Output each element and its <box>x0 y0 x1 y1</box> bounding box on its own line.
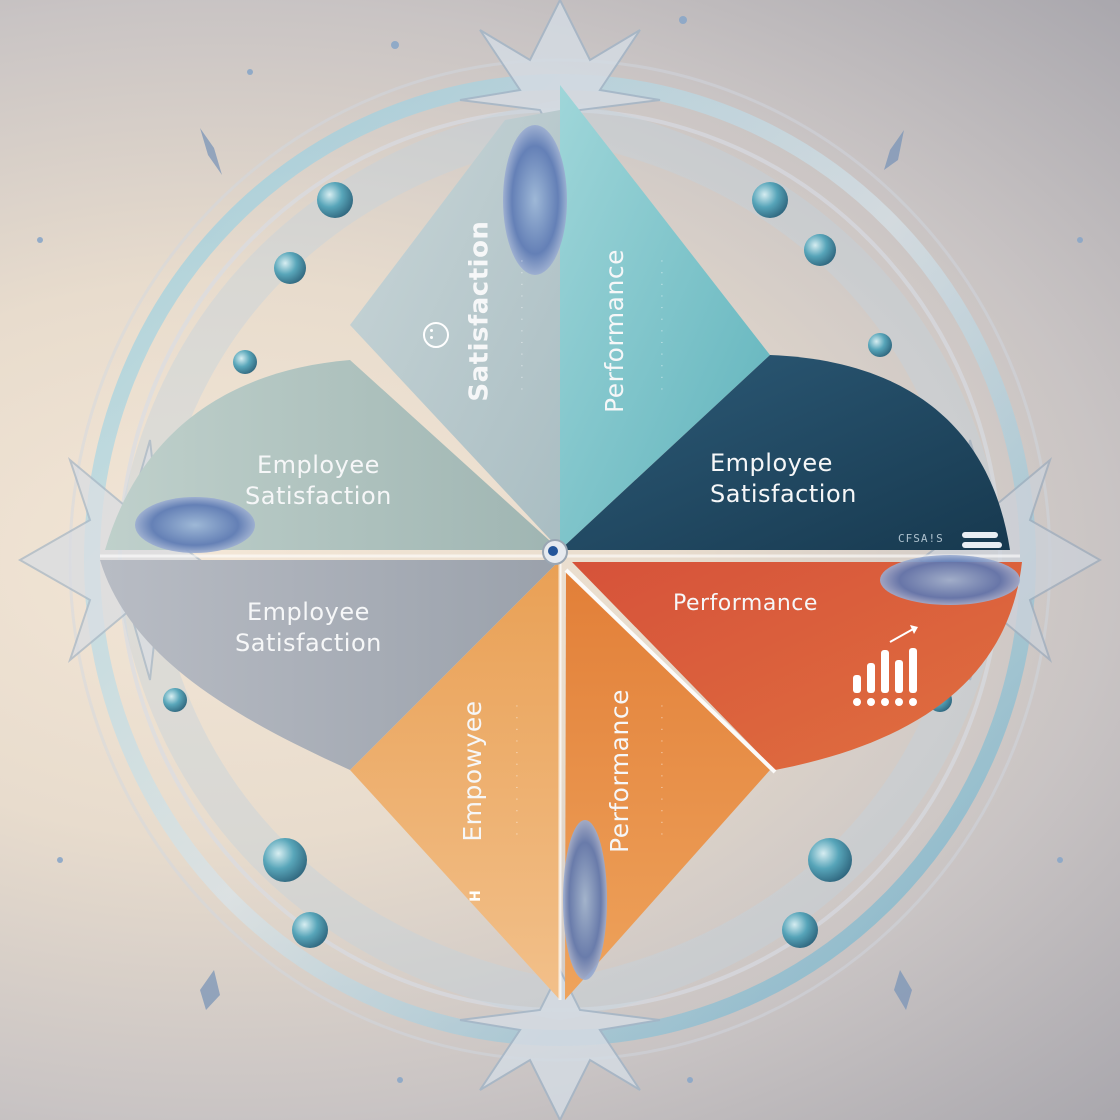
bar-chart-growth-icon <box>850 620 920 710</box>
tab-bars-icon <box>962 532 1002 548</box>
segment-label-left-upper: Employee Satisfaction <box>245 450 392 511</box>
segment-label-bottom-left: Empowyee <box>458 700 487 842</box>
segment-label-top-left: Satisfaction <box>464 220 495 402</box>
segment-top-right <box>560 85 770 550</box>
segment-sublabel-bottom-left: · · · · · · · · · · · · <box>512 702 522 837</box>
segment-badge-right-upper: CFSA!S <box>898 532 944 545</box>
segment-bottom-left <box>350 560 560 1000</box>
wheel-segments <box>100 85 1022 1000</box>
segment-label-line2: Satisfaction <box>245 481 392 510</box>
smiley-icon <box>423 322 449 348</box>
segment-label-line2: Satisfaction <box>235 628 382 657</box>
segment-sublabel-top-right: · · · · · · · · · · · · <box>657 257 667 392</box>
segment-right-lower <box>572 562 1022 770</box>
segment-label-line1: Employee <box>710 449 833 477</box>
segment-label-right-upper: Employee Satisfaction <box>710 448 857 509</box>
segment-sublabel-top-left: · · · · · · · · · · · · <box>517 257 527 392</box>
small-glyph-icon: H <box>467 890 484 902</box>
segment-sublabel-bottom-right: · · · · · · · · · · · · <box>657 702 667 837</box>
segment-label-line1: Employee <box>246 598 370 626</box>
segment-label-left-lower: Employee Satisfaction <box>235 597 382 658</box>
segment-right-upper <box>560 355 1010 550</box>
segment-label-line2: Satisfaction <box>710 479 857 508</box>
segment-label-right-lower: Performance <box>673 591 818 616</box>
segment-label-line1: Employee <box>256 451 380 479</box>
segment-bottom-right <box>565 572 770 1000</box>
segment-left-lower <box>100 560 560 770</box>
segment-label-bottom-right: Performance <box>605 689 634 853</box>
segment-label-top-right: Performance <box>600 249 629 413</box>
